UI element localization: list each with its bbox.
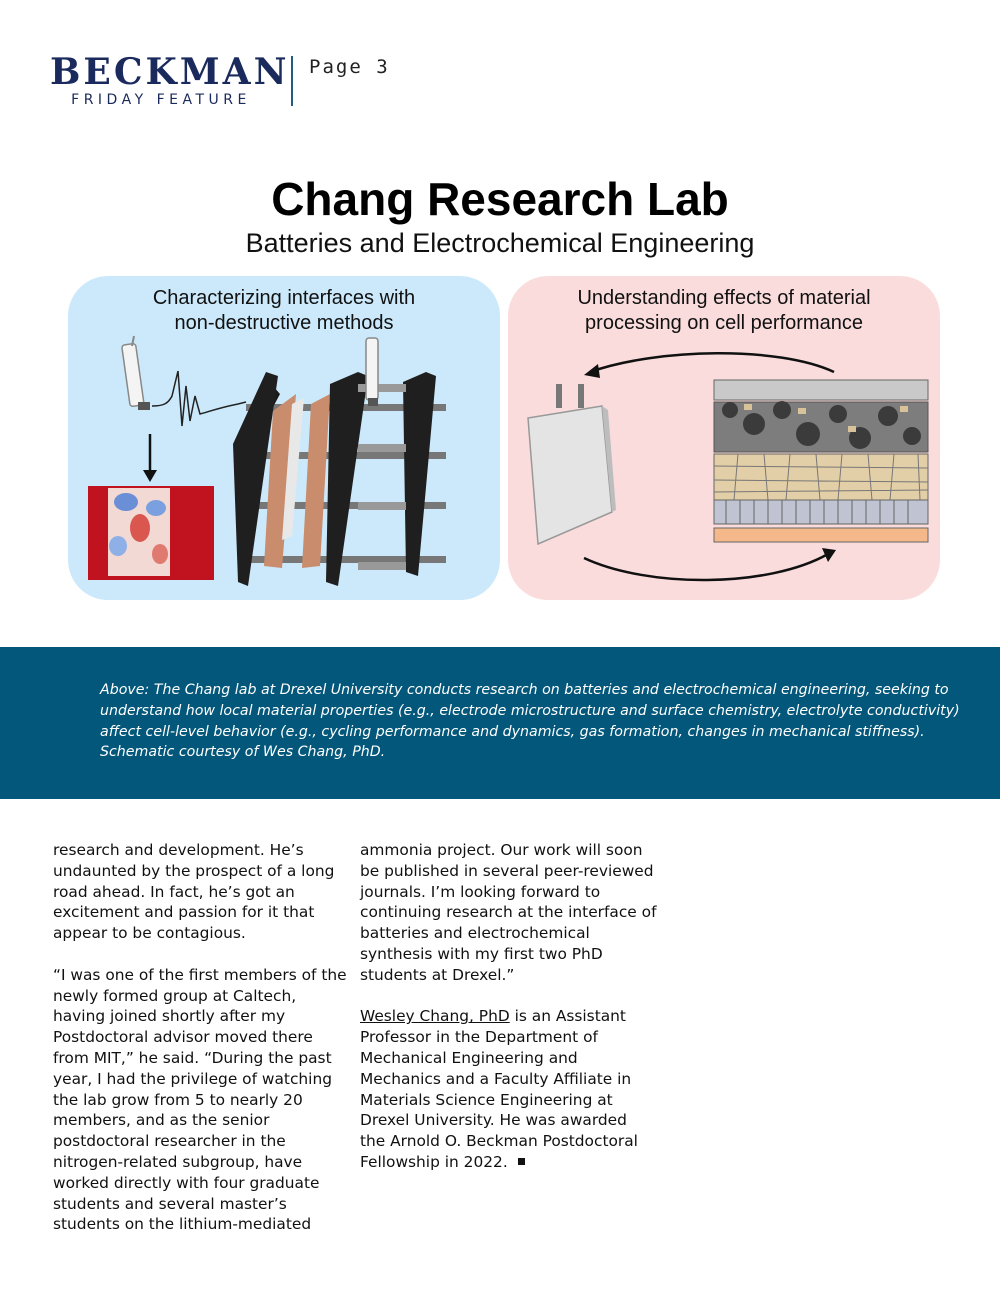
- masthead-divider: [291, 56, 293, 106]
- cell-stack-illustration: [233, 337, 446, 586]
- masthead: BECKMAN FRIDAY FEATURE: [50, 51, 290, 108]
- ultrasonic-probe-icon: [121, 335, 150, 410]
- interface-characterization-illustration: [88, 335, 446, 586]
- brand-logo: BECKMAN: [50, 51, 290, 93]
- paragraph: research and development. He’s undaunted…: [53, 841, 335, 943]
- right-panel-heading: Understanding effects of material proces…: [577, 287, 871, 334]
- heatmap-image: [88, 486, 214, 580]
- left-panel: Characterizing interfaces with non-destr…: [68, 276, 500, 600]
- left-panel-heading: Characterizing interfaces with non-destr…: [152, 287, 416, 334]
- right-panel: Understanding effects of material proces…: [508, 276, 940, 600]
- arrow-down-icon: [143, 434, 157, 482]
- page-number: Page 3: [309, 56, 390, 78]
- material-processing-illustration: [527, 352, 929, 582]
- electrode-cross-section: [713, 379, 929, 543]
- brand-tagline: FRIDAY FEATURE: [71, 92, 251, 108]
- figure-title: Chang Research Lab: [271, 173, 729, 225]
- end-of-article-icon: [517, 1157, 525, 1165]
- paragraph: “I was one of the first members of the n…: [53, 965, 347, 1234]
- author-profile-link[interactable]: Wesley Chang, PhD: [360, 1007, 510, 1026]
- caption-band: [0, 647, 1000, 799]
- article-column-1: research and development. He’s undaunted…: [53, 840, 347, 1256]
- author-bio: Wesley Chang, PhD is an Assistant Profes…: [360, 1007, 638, 1171]
- article-column-2: ammonia project. Our work will soon be p…: [360, 840, 657, 1194]
- figure-caption: Above: The Chang lab at Drexel Universit…: [100, 682, 960, 761]
- paragraph: ammonia project. Our work will soon be p…: [360, 841, 657, 984]
- waveform-icon: [151, 370, 247, 427]
- pouch-cell-icon: [527, 384, 616, 546]
- arrow-right-icon: [583, 548, 836, 582]
- figure-subtitle: Batteries and Electrochemical Engineerin…: [245, 228, 755, 258]
- arrow-left-icon: [584, 352, 835, 378]
